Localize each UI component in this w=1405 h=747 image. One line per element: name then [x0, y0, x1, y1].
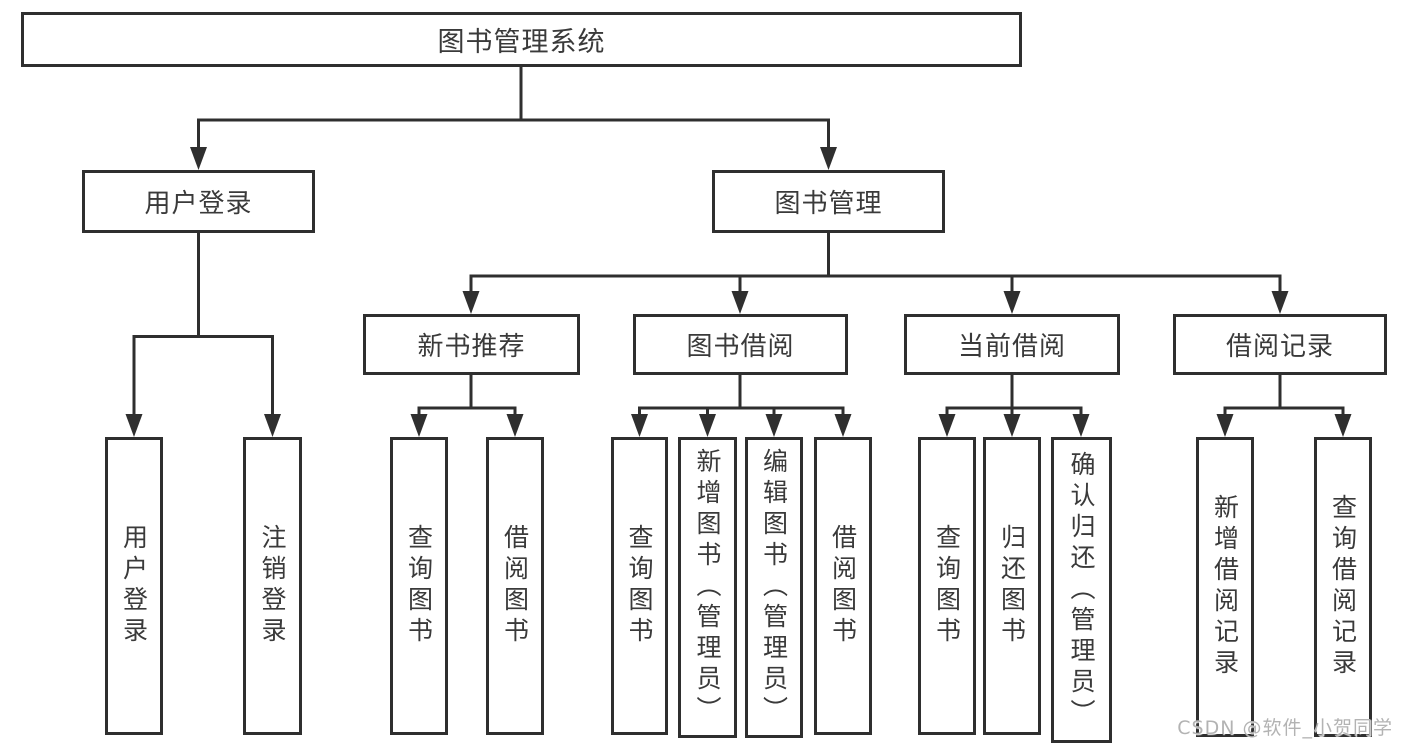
arrowhead-down-icon — [1271, 291, 1289, 314]
node-book-borrowing: 图书借阅 — [633, 314, 848, 375]
arrowhead-down-icon — [506, 414, 524, 437]
node-user-login: 用户登录 — [82, 170, 315, 233]
leaf-user-login: 用户登录 — [105, 437, 163, 735]
arrowhead-down-icon — [731, 291, 749, 314]
node-current-borrowing: 当前借阅 — [904, 314, 1120, 375]
leaf-borrow-book: 借阅图书 — [814, 437, 872, 735]
arrowhead-down-icon — [410, 414, 428, 437]
arrowhead-down-icon — [1216, 414, 1234, 437]
leaf-add-borrow-record: 新增借阅记录 — [1196, 437, 1254, 737]
arrowhead-down-icon — [1003, 414, 1021, 437]
connector-line — [1223, 406, 1345, 417]
node-borrowing-records: 借阅记录 — [1173, 314, 1387, 375]
arrowhead-down-icon — [938, 414, 956, 437]
leaf-query-book-current: 查询图书 — [918, 437, 976, 735]
connector-line — [945, 406, 1083, 417]
connector-line — [638, 406, 845, 417]
node-library-management-system: 图书管理系统 — [21, 12, 1022, 67]
arrowhead-down-icon — [190, 147, 207, 170]
leaf-return-book: 归还图书 — [983, 437, 1041, 735]
arrowhead-down-icon — [1072, 414, 1090, 437]
arrowhead-down-icon — [631, 414, 648, 437]
connector-line — [197, 118, 830, 150]
leaf-query-book-borrow: 查询图书 — [611, 437, 668, 735]
arrowhead-down-icon — [820, 147, 837, 170]
arrowhead-down-icon — [125, 414, 143, 437]
leaf-edit-book-admin: 编辑图书（管理员） — [745, 437, 803, 738]
connector-line — [132, 335, 274, 417]
arrowhead-down-icon — [834, 414, 852, 437]
leaf-logout: 注销登录 — [243, 437, 302, 735]
arrowhead-down-icon — [462, 291, 480, 314]
node-book-management: 图书管理 — [712, 170, 945, 233]
connector-line — [417, 406, 517, 417]
connector-line — [469, 274, 1282, 294]
arrowhead-down-icon — [264, 414, 281, 437]
leaf-borrow-book-recommend: 借阅图书 — [486, 437, 544, 735]
leaf-add-book-admin: 新增图书（管理员） — [678, 437, 737, 738]
watermark: CSDN @软件_小贺同学 — [1177, 717, 1393, 739]
leaf-query-borrow-record: 查询借阅记录 — [1314, 437, 1372, 737]
leaf-query-book-recommend: 查询图书 — [390, 437, 448, 735]
arrowhead-down-icon — [1334, 414, 1352, 437]
arrowhead-down-icon — [699, 414, 716, 437]
leaf-confirm-return-admin: 确认归还（管理员） — [1051, 437, 1112, 743]
node-new-book-recommendation: 新书推荐 — [363, 314, 580, 375]
arrowhead-down-icon — [1003, 291, 1021, 314]
arrowhead-down-icon — [765, 414, 783, 437]
